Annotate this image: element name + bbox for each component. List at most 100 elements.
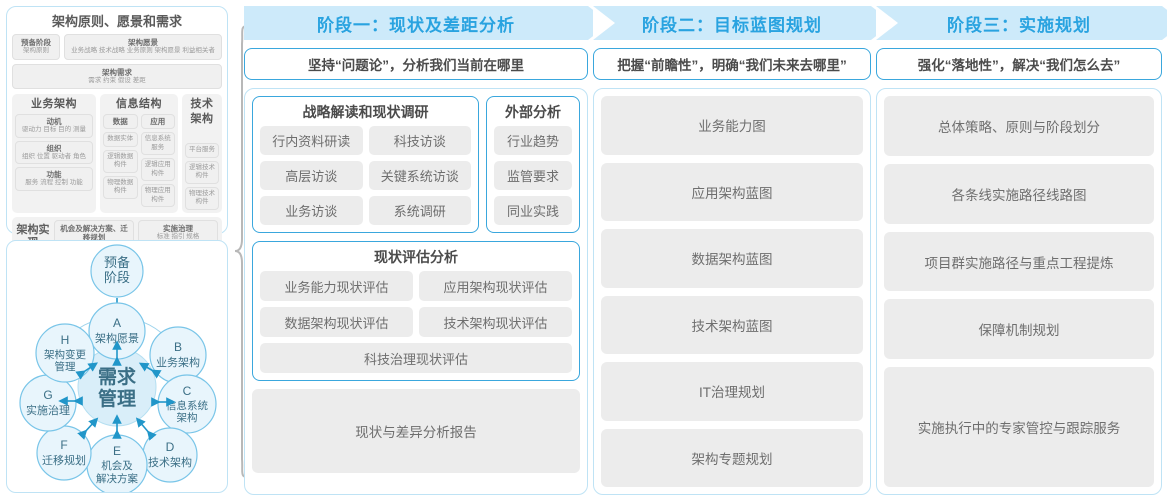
list-item[interactable]: 技术架构蓝图	[601, 295, 863, 354]
adm-node-c-label2: 架构	[177, 411, 198, 424]
stage-3-body: 总体策略、原则与阶段划分 各条线实施路径线路图 项目群实施路径与重点工程提炼 保…	[876, 88, 1162, 495]
chip-item[interactable]: 监管要求	[494, 161, 572, 190]
chip-row: 数据架构现状评估 技术架构现状评估	[260, 307, 572, 337]
stage-1: 阶段一：现状及差距分析 坚持“问题论”，分析我们当前在哪里 战略解读和现状调研 …	[244, 6, 610, 495]
requirement-sub: 需求 约束 假设 差距	[88, 76, 146, 84]
chip-item[interactable]: 科技访谈	[368, 126, 471, 155]
application-subcolumn: 应用 信息系统服务 逻辑应用构件 物理应用构件	[140, 114, 175, 207]
technology-architecture-title: 技术架构	[190, 98, 214, 125]
adm-preliminary-line2: 阶段	[104, 270, 130, 285]
adm-node-f-label: 迁移规划	[42, 453, 86, 467]
list-item[interactable]: IT治理规划	[601, 362, 863, 421]
stage-2-title: 阶段二：目标蓝图规划	[642, 15, 822, 35]
chip-item[interactable]: 技术架构现状评估	[419, 307, 572, 337]
adm-node-c-label: 信息系统	[166, 399, 208, 412]
business-architecture-column: 业务架构 动机 驱动力 目标 目的 测量 组织 组织 位置 驱动者 角色 功能 …	[12, 94, 96, 213]
adm-node-g	[19, 374, 77, 432]
chip-item[interactable]: 高层访谈	[260, 161, 363, 190]
stage-1-body: 战略解读和现状调研 行内资料研读 科技访谈 高层访谈 关键系统访谈 业务访谈 系…	[244, 88, 588, 495]
list-item[interactable]: 业务能力图	[601, 96, 863, 155]
chip-item[interactable]: 应用架构现状评估	[419, 271, 572, 301]
adm-node-d	[142, 427, 198, 483]
list-item[interactable]: 实施执行中的专家管控与跟踪服务	[884, 367, 1154, 487]
ba-cell-function: 功能 服务 流程 控制 功能	[15, 167, 93, 191]
chip-item[interactable]: 行业趋势	[494, 126, 572, 155]
list-item[interactable]: 总体策略、原则与阶段划分	[884, 96, 1154, 156]
stage-1-report[interactable]: 现状与差异分析报告	[252, 389, 580, 473]
architecture-columns: 业务架构 动机 驱动力 目标 目的 测量 组织 组织 位置 驱动者 角色 功能 …	[12, 94, 222, 213]
information-structure-column: 信息结构 数据 数据实体 逻辑数据构件 物理数据构件 应用 信息系统服务 逻辑应…	[100, 94, 178, 213]
list-item[interactable]: 各条线实施路径线路图	[884, 163, 1154, 224]
adm-node-e-label: 机会及	[101, 459, 133, 472]
stage-1-subtitle: 坚持“问题论”，分析我们当前在哪里	[244, 48, 588, 80]
adm-node-c-key: C	[183, 384, 192, 398]
vision-sub: 业务战略 技术战略 业务原则 架构愿景 利益相关者	[71, 47, 215, 54]
card-strategy-research: 战略解读和现状调研 行内资料研读 科技访谈 高层访谈 关键系统访谈 业务访谈 系…	[252, 96, 479, 233]
chip-item[interactable]: 同业实践	[494, 196, 572, 225]
chip-item[interactable]: 行内资料研读	[260, 126, 363, 155]
data-subcolumn: 数据 数据实体 逻辑数据构件 物理数据构件	[103, 114, 138, 207]
adm-node-preliminary	[90, 244, 144, 298]
adm-node-h-label2: 管理	[55, 360, 76, 373]
adm-node-f-key: F	[60, 438, 67, 452]
chip-row: 行内资料研读 科技访谈	[260, 126, 471, 155]
chip-row: 科技治理现状评估	[260, 343, 572, 373]
list-item[interactable]: 数据架构蓝图	[601, 229, 863, 288]
chip-row: 业务能力现状评估 应用架构现状评估	[260, 271, 572, 301]
brace-connector	[234, 25, 248, 478]
card-strategy-title: 战略解读和现状调研	[302, 104, 429, 120]
technology-architecture-column: 技术架构 平台服务 逻辑技术构件 物理技术构件	[182, 94, 222, 213]
card-current-state-evaluation: 现状评估分析 业务能力现状评估 应用架构现状评估 数据架构现状评估 技术架构现状…	[252, 241, 580, 381]
vision-title: 架构愿景	[128, 38, 158, 47]
chevron-notch-icon	[876, 6, 898, 40]
chip-item[interactable]: 系统调研	[368, 196, 471, 225]
stage-3: 阶段三：实施规划 强化“落地性”，解决“我们怎么去” 总体策略、原则与阶段划分 …	[876, 6, 1167, 495]
chevron-notch-icon	[593, 6, 615, 40]
adm-node-g-label: 实施治理	[26, 403, 70, 417]
list-item[interactable]: 架构专题规划	[601, 428, 863, 487]
prep-sub: 架构原则	[23, 47, 49, 54]
business-architecture-title: 业务架构	[31, 98, 77, 110]
stage-2-subtitle: 把握“前瞻性”，明确“我们未来去哪里”	[593, 48, 871, 80]
stage-2-chevron: 阶段二：目标蓝图规划	[593, 6, 893, 40]
adm-node-h-key: H	[61, 333, 70, 347]
vision-cell: 架构愿景 业务战略 技术战略 业务原则 架构愿景 利益相关者	[64, 34, 222, 60]
card-external-analysis: 外部分析 行业趋势 监管要求 同业实践	[486, 96, 580, 233]
adm-node-a-key: A	[113, 316, 121, 330]
stage-1-chevron: 阶段一：现状及差距分析	[244, 6, 610, 40]
adm-center-line2: 管理	[98, 387, 136, 410]
adm-center-line1: 需求	[98, 365, 137, 388]
adm-node-g-key: G	[43, 388, 52, 402]
stage-1-title: 阶段一：现状及差距分析	[317, 15, 515, 35]
adm-cycle-diagram: 预备 阶段 需求 管理 A 架构愿景 B 业务架构 C	[19, 244, 217, 492]
left-column: 架构原则、愿景和需求 预备阶段 架构原则 架构愿景 业务战略 技术战略 业务原则…	[6, 6, 248, 493]
chevron-arrow-icon	[1162, 6, 1167, 40]
ba-cell-motivation: 动机 驱动力 目标 目的 测量	[15, 114, 93, 138]
togaf-framework-panel: 架构原则、愿景和需求 预备阶段 架构原则 架构愿景 业务战略 技术战略 业务原则…	[6, 6, 228, 257]
stage-2-body: 业务能力图 应用架构蓝图 数据架构蓝图 技术架构蓝图 IT治理规划 架构专题规划	[593, 88, 871, 495]
list-item[interactable]: 应用架构蓝图	[601, 162, 863, 221]
requirement-title: 架构需求	[102, 67, 132, 77]
chip-item[interactable]: 数据架构现状评估	[260, 307, 413, 337]
togaf-header: 架构原则、愿景和需求	[51, 14, 182, 29]
adm-node-h-label: 架构变更	[44, 348, 86, 361]
adm-node-d-label: 技术架构	[148, 455, 192, 469]
chip-row: 业务访谈 系统调研	[260, 196, 471, 225]
adm-preliminary-line1: 预备	[104, 255, 130, 270]
adm-node-b	[149, 326, 207, 384]
chip-item[interactable]: 业务能力现状评估	[260, 271, 413, 301]
card-external-title: 外部分析	[505, 104, 561, 120]
list-item[interactable]: 保障机制规划	[884, 299, 1154, 360]
adm-node-e-label2: 解决方案	[96, 472, 138, 485]
adm-node-b-key: B	[174, 340, 182, 354]
adm-node-d-key: D	[166, 440, 175, 454]
chip-item[interactable]: 科技治理现状评估	[260, 343, 572, 373]
stage-2: 阶段二：目标蓝图规划 把握“前瞻性”，明确“我们未来去哪里” 业务能力图 应用架…	[593, 6, 893, 495]
chip-row: 高层访谈 关键系统访谈	[260, 161, 471, 190]
adm-node-b-label: 业务架构	[156, 355, 200, 369]
card-evaluation-title: 现状评估分析	[374, 249, 458, 265]
chip-item[interactable]: 业务访谈	[260, 196, 363, 225]
chip-item[interactable]: 关键系统访谈	[368, 161, 471, 190]
list-item[interactable]: 项目群实施路径与重点工程提炼	[884, 231, 1154, 292]
